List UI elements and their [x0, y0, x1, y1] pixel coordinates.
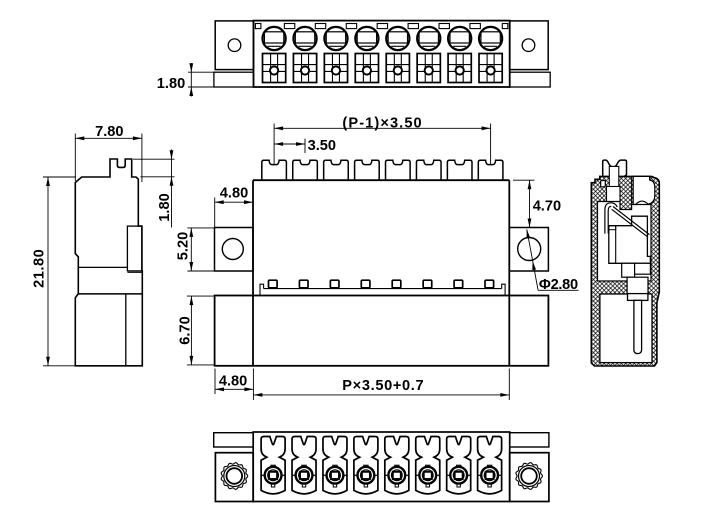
svg-text:P×3.50+0.7: P×3.50+0.7: [342, 378, 424, 394]
svg-text:1.80: 1.80: [157, 193, 173, 221]
svg-text:3.50: 3.50: [308, 138, 336, 154]
svg-text:1.80: 1.80: [157, 76, 185, 92]
svg-text:4.80: 4.80: [219, 374, 247, 390]
svg-text:5.20: 5.20: [176, 232, 192, 260]
svg-text:(P-1)×3.50: (P-1)×3.50: [342, 116, 422, 132]
svg-text:7.80: 7.80: [95, 124, 123, 140]
svg-text:4.80: 4.80: [220, 185, 248, 201]
svg-text:Φ2.80: Φ2.80: [539, 277, 578, 293]
svg-text:4.70: 4.70: [533, 199, 561, 215]
svg-text:21.80: 21.80: [32, 249, 48, 288]
svg-text:6.70: 6.70: [178, 316, 194, 344]
